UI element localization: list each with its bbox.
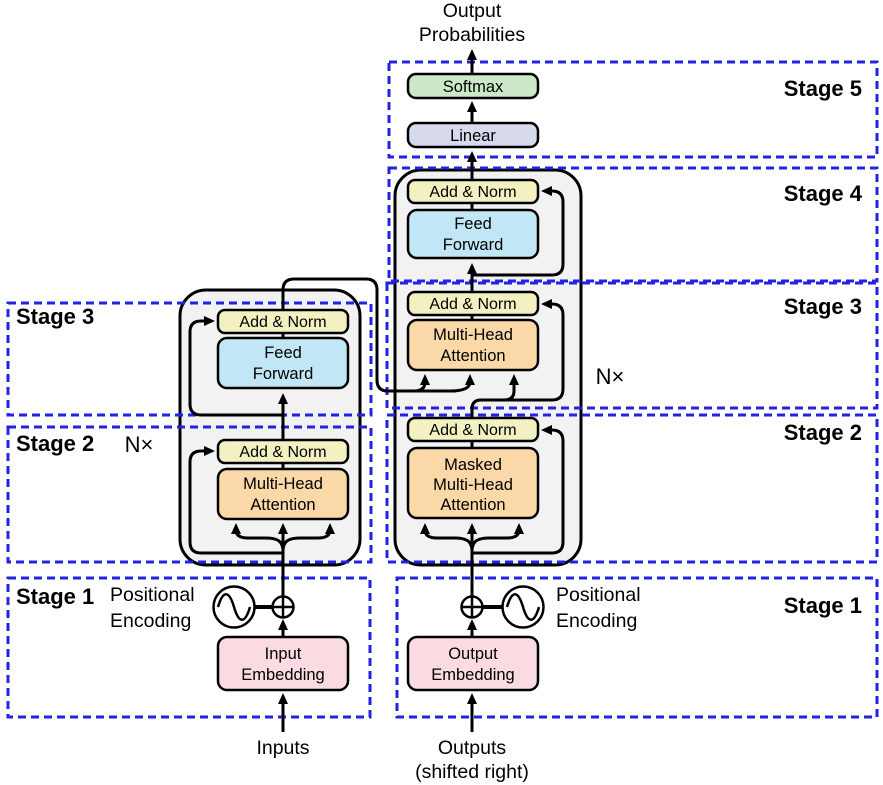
masked-attention-label-3: Attention <box>440 496 505 514</box>
stage-box-decoder-5 <box>387 60 879 159</box>
encoder-add-norm-2-label: Add & Norm <box>239 314 326 331</box>
encoder-feed-forward-label-2: Forward <box>253 365 314 383</box>
inputs-label: Inputs <box>256 737 309 759</box>
output-embedding-label-1: Output <box>448 645 498 663</box>
encoder-add-norm-2-block: Add & Norm <box>216 308 350 335</box>
softmax-box <box>406 72 540 100</box>
linear-box <box>406 121 540 149</box>
decoder-feed-forward-block: Feed Forward <box>406 208 540 260</box>
arrow-encoder-kv-left <box>413 374 430 393</box>
encoder-attention-label-1: Multi-Head <box>243 475 323 493</box>
encoder-feed-forward-label-1: Feed <box>264 344 302 362</box>
input-embedding-block: Input Embedding <box>216 635 350 692</box>
sine-wave-icon-left <box>216 593 252 621</box>
decoder-add-norm-1-label: Add & Norm <box>429 422 516 439</box>
stage-box-decoder-4 <box>387 166 879 283</box>
repeat-count-encoder: N× <box>125 432 154 457</box>
input-embedding-label-1: Input <box>265 645 302 663</box>
plus-cross-right <box>462 597 482 617</box>
repeat-count-decoder: N× <box>596 364 625 389</box>
output-embedding-block: Output Embedding <box>406 635 540 692</box>
decoder-cross-attention-label-2: Attention <box>440 347 505 365</box>
stage-box-decoder-3 <box>385 281 879 410</box>
positional-encoding-label-left-1: Positional <box>110 584 195 606</box>
encoder-feed-forward-block: Feed Forward <box>216 336 350 390</box>
arrow-encoder-kv-right <box>449 374 475 393</box>
stage-label-decoder-2: Stage 2 <box>784 420 862 445</box>
masked-attention-label-2: Multi-Head <box>433 476 513 494</box>
encoder-add-norm-2-box <box>216 308 350 335</box>
softmax-block: Softmax <box>406 72 540 100</box>
positional-encoding-label-right-1: Positional <box>556 584 641 606</box>
stage-box-decoder-2 <box>385 413 879 564</box>
arrow-masked-attention-branch-right <box>470 523 524 552</box>
encoder-attention-block: Multi-Head Attention <box>216 467 350 521</box>
decoder-add-norm-2-label: Add & Norm <box>429 296 516 313</box>
positional-encoding-symbol-left <box>212 585 295 629</box>
encoder-add-norm-1-label: Add & Norm <box>239 444 326 461</box>
decoder-feed-forward-label-1: Feed <box>454 215 492 233</box>
stage-box-encoder-3 <box>6 301 373 417</box>
masked-attention-label-1: Masked <box>444 456 502 474</box>
positional-encoding-symbol-right <box>460 585 545 629</box>
arrow-masked-attention-branch-left <box>420 523 474 552</box>
residual-encoder-attention <box>188 446 283 555</box>
decoder-add-norm-1-block: Add & Norm <box>406 416 540 443</box>
residual-masked-attention <box>472 425 565 555</box>
stage-box-encoder-2 <box>6 425 373 564</box>
output-probabilities-label-2: Probabilities <box>419 24 525 46</box>
stage-label-encoder-2: Stage 2 <box>16 431 94 456</box>
arrow-decoder-query <box>470 374 519 418</box>
masked-attention-block: Masked Multi-Head Attention <box>406 446 540 520</box>
output-embedding-label-2: Embedding <box>431 666 514 684</box>
decoder-cross-attention-label-1: Multi-Head <box>433 326 513 344</box>
encoder-add-norm-1-box <box>216 438 350 465</box>
stage-box-decoder-1 <box>395 576 879 719</box>
positional-encoding-label-left-2: Encoding <box>110 610 191 632</box>
output-embedding-box <box>406 635 540 692</box>
encoder-add-norm-1-block: Add & Norm <box>216 438 350 465</box>
positional-encoding-label-right-2: Encoding <box>556 610 637 632</box>
decoder-add-norm-3-label: Add & Norm <box>429 184 516 201</box>
residual-decoder-feed-forward <box>472 186 565 277</box>
encoder-attention-box <box>216 467 350 521</box>
decoder-add-norm-2-block: Add & Norm <box>406 290 540 317</box>
arrow-encoder-attention-branch-left <box>231 523 285 552</box>
output-probabilities-label-1: Output <box>443 0 502 22</box>
stage-label-decoder-3: Stage 3 <box>784 294 862 319</box>
outputs-label-2: (shifted right) <box>415 761 529 783</box>
decoder-add-norm-1-box <box>406 416 540 443</box>
input-embedding-box <box>216 635 350 692</box>
linear-block: Linear <box>406 121 540 149</box>
input-embedding-label-2: Embedding <box>241 666 324 684</box>
decoder-add-norm-3-box <box>406 178 540 205</box>
decoder-add-norm-2-box <box>406 290 540 317</box>
decoder-add-norm-3-block: Add & Norm <box>406 178 540 205</box>
stage-label-encoder-1: Stage 1 <box>16 584 94 609</box>
plus-cross-left <box>273 597 293 617</box>
sine-wave-icon-right <box>505 593 541 621</box>
encoder-attention-label-2: Attention <box>250 496 315 514</box>
residual-cross-attention <box>498 299 565 402</box>
decoder-cross-attention-box <box>406 318 540 372</box>
softmax-label: Softmax <box>443 78 504 96</box>
decoder-feed-forward-box <box>406 208 540 260</box>
stage-label-encoder-3: Stage 3 <box>16 304 94 329</box>
outputs-label-1: Outputs <box>438 737 507 759</box>
stage-label-decoder-5: Stage 5 <box>784 76 862 101</box>
stage-label-decoder-1: Stage 1 <box>784 593 862 618</box>
stage-label-decoder-4: Stage 4 <box>784 181 863 206</box>
decoder-feed-forward-label-2: Forward <box>443 236 504 254</box>
masked-attention-box <box>406 446 540 520</box>
stage-box-encoder-1 <box>6 576 372 719</box>
line-encoder-output-to-decoder <box>281 277 456 393</box>
residual-encoder-feed-forward <box>188 316 283 417</box>
decoder-cross-attention-block: Multi-Head Attention <box>406 318 540 372</box>
arrow-encoder-attention-branch-right <box>281 523 335 552</box>
linear-label: Linear <box>450 127 496 145</box>
encoder-feed-forward-box <box>216 336 350 390</box>
